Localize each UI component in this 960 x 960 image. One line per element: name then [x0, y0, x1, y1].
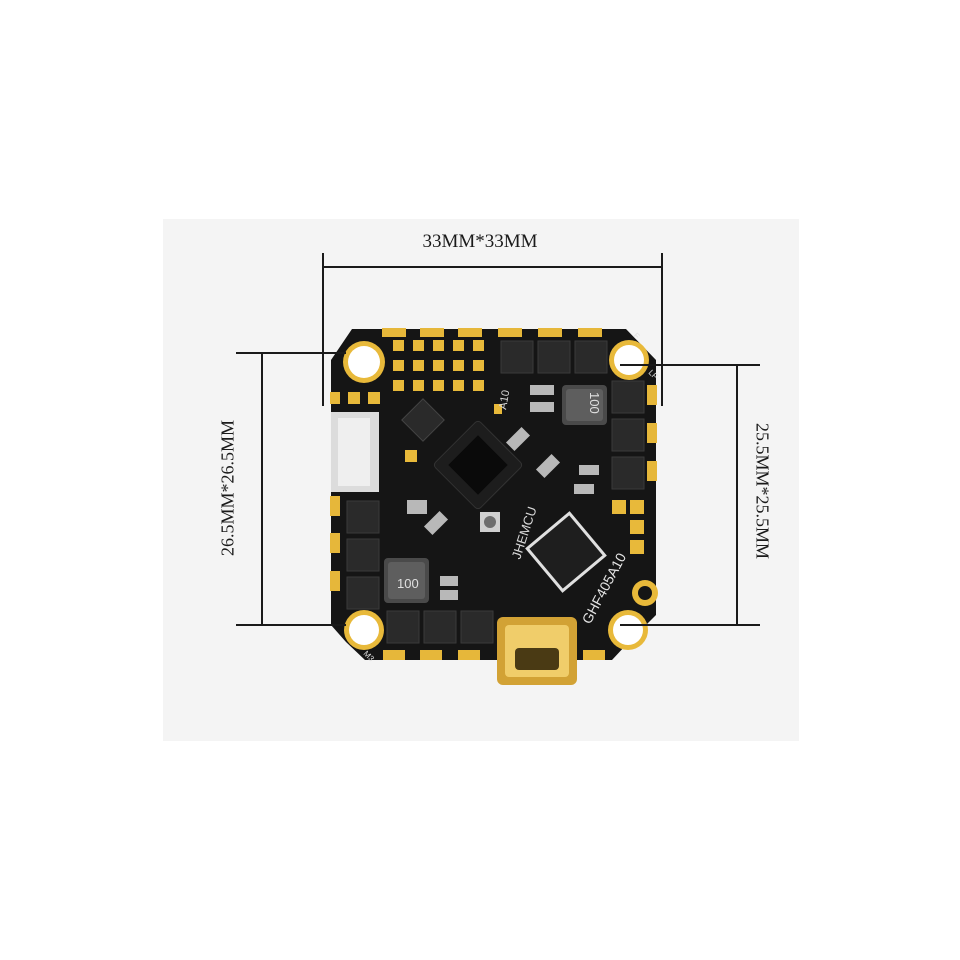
inductor-bottom-left: [384, 558, 429, 603]
dimension-label-left: 26.5MM*26.5MM: [217, 419, 238, 557]
left-edge-pads: [330, 496, 340, 591]
mounting-holes: [343, 340, 658, 650]
silkscreen-a10: A10: [497, 389, 512, 410]
inductor-top-right: [562, 385, 607, 425]
dimension-lines: [236, 253, 760, 626]
corner-label-f: F: [632, 331, 642, 341]
jst-connector: [331, 412, 379, 492]
mosfets: [346, 340, 645, 644]
top-edge-pads: [382, 328, 602, 337]
usb-port: [497, 617, 577, 685]
bottom-edge-pads: [383, 650, 605, 660]
solder-pad-grid: [330, 340, 484, 404]
dimension-label-overall: 33MM*33MM: [422, 231, 538, 252]
gyro-chip: [433, 420, 523, 510]
dimension-label-right: 25.5MM*25.5MM: [752, 422, 773, 560]
passive-components: [401, 385, 644, 600]
mcu-chip: [525, 511, 607, 593]
right-edge-pads: [647, 385, 657, 481]
inductor-label-2: 100: [397, 576, 419, 591]
inductor-label-1: 100: [587, 392, 602, 414]
